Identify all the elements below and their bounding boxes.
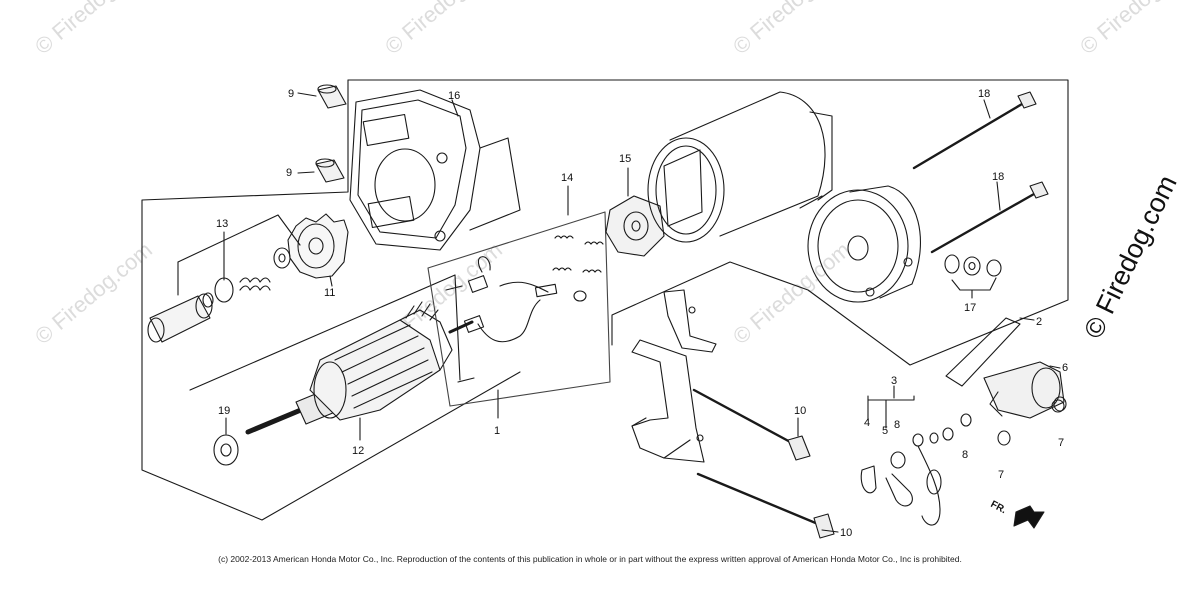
callout-10: 10 xyxy=(794,405,806,417)
callout-11: 11 xyxy=(324,287,335,299)
through-bolt-part-18 xyxy=(912,91,1049,254)
callout-7: 7 xyxy=(998,469,1004,481)
gear-cover-part-16 xyxy=(349,89,521,251)
assembly-outline-frame xyxy=(141,79,1069,521)
callout-1: 1 xyxy=(494,425,500,437)
thrust-washer-part-19 xyxy=(213,417,239,466)
fr-label: FR. xyxy=(989,499,1009,516)
callout-7b: 7 xyxy=(1058,437,1064,449)
callout-14: 14 xyxy=(561,172,573,184)
rear-cover xyxy=(799,185,921,303)
stop-collar-part-13 xyxy=(147,214,301,343)
callout-18: 18 xyxy=(978,88,990,100)
copyright-notice: (c) 2002-2013 American Honda Motor Co., … xyxy=(218,554,962,564)
callout-17: 17 xyxy=(964,302,976,314)
bolt-part-10 xyxy=(692,388,839,539)
callout-9: 9 xyxy=(288,88,294,100)
collar-part-9 xyxy=(297,84,347,183)
brush-set-part-14 xyxy=(427,185,611,419)
callout-10b: 10 xyxy=(840,527,852,539)
callout-4: 4 xyxy=(864,417,870,429)
yoke-housing xyxy=(647,91,833,243)
brush-holder-part-15 xyxy=(605,167,665,257)
solenoid-part-6 xyxy=(945,317,1065,419)
callout-8b: 8 xyxy=(962,449,968,461)
callout-15: 15 xyxy=(619,153,631,165)
callout-18b: 18 xyxy=(992,171,1004,183)
cable-parts-3-4-5-8 xyxy=(860,385,1067,526)
callout-13: 13 xyxy=(216,218,228,230)
callout-6: 6 xyxy=(1062,362,1068,374)
callout-3: 3 xyxy=(891,375,897,387)
callout-2: 2 xyxy=(1036,316,1042,328)
pinion-gear-part-11 xyxy=(287,213,349,287)
callout-8: 8 xyxy=(894,419,900,431)
callout-16: 16 xyxy=(448,90,460,102)
callout-12: 12 xyxy=(352,445,364,457)
front-direction-arrow xyxy=(1013,505,1045,529)
callout-19: 19 xyxy=(218,405,230,417)
nut-part-17 xyxy=(944,254,1002,299)
callout-5: 5 xyxy=(882,425,888,437)
callout-labels: 1 2 3 4 5 6 7 7 7 8 8 9 9 10 10 11 12 13… xyxy=(216,88,1068,539)
bracket xyxy=(631,289,717,463)
armature-part-12 xyxy=(245,301,474,441)
callout-9b: 9 xyxy=(286,167,292,179)
